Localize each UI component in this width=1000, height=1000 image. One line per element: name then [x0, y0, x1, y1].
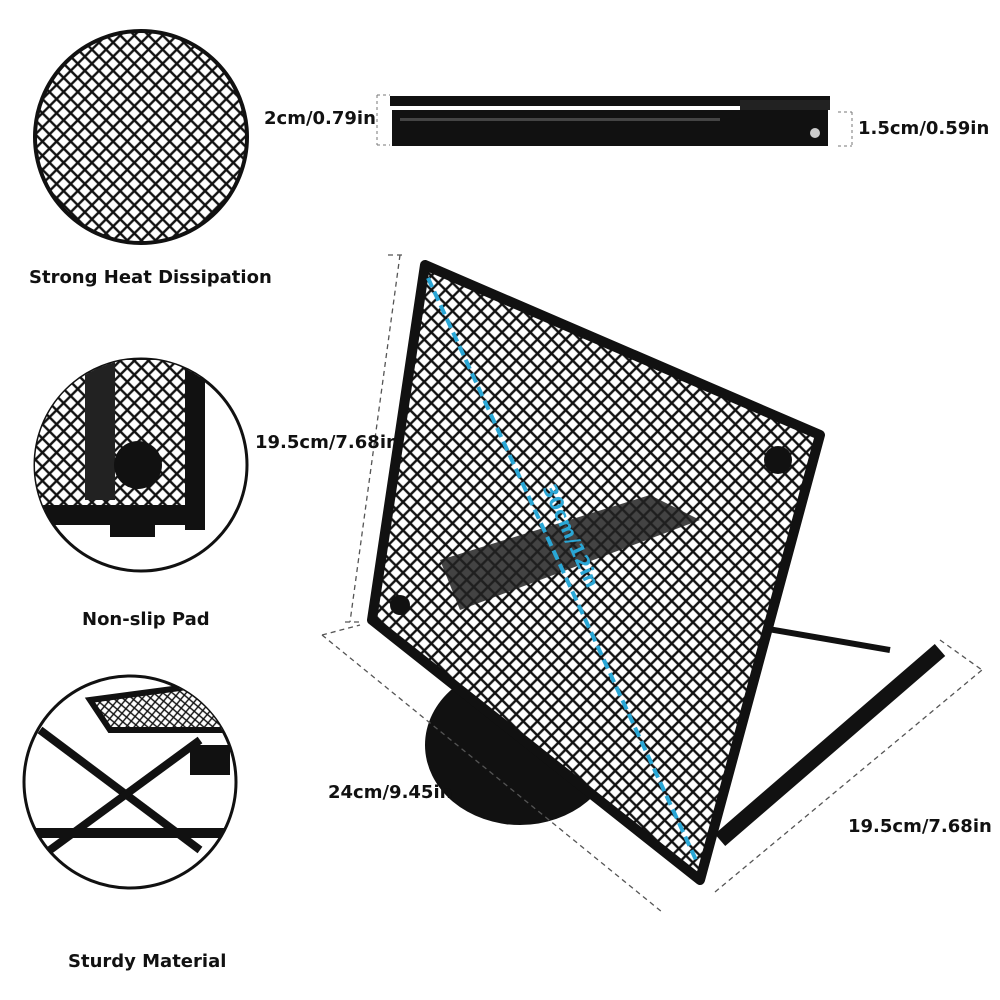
- dimension-height: 19.5cm/7.68in: [255, 432, 399, 453]
- dimension-folded-right: 1.5cm/0.59in: [858, 118, 990, 139]
- mesh-closeup-icon: [33, 29, 249, 245]
- dimension-folded-left: 2cm/0.79in: [264, 108, 376, 129]
- frame-closeup-icon: [22, 674, 238, 890]
- rubber-pad-closeup-icon: [33, 357, 249, 573]
- feature-label-heat: Strong Heat Dissipation: [29, 267, 272, 288]
- feature-label-pad: Non-slip Pad: [82, 609, 210, 630]
- dimension-depth: 19.5cm/7.68in: [848, 816, 992, 837]
- dimension-lines: [321, 254, 983, 913]
- laptop-stand: [367, 260, 946, 885]
- dimension-width: 24cm/9.45in: [328, 782, 453, 803]
- feature-label-material: Sturdy Material: [68, 951, 227, 972]
- folded-stand: [376, 94, 853, 147]
